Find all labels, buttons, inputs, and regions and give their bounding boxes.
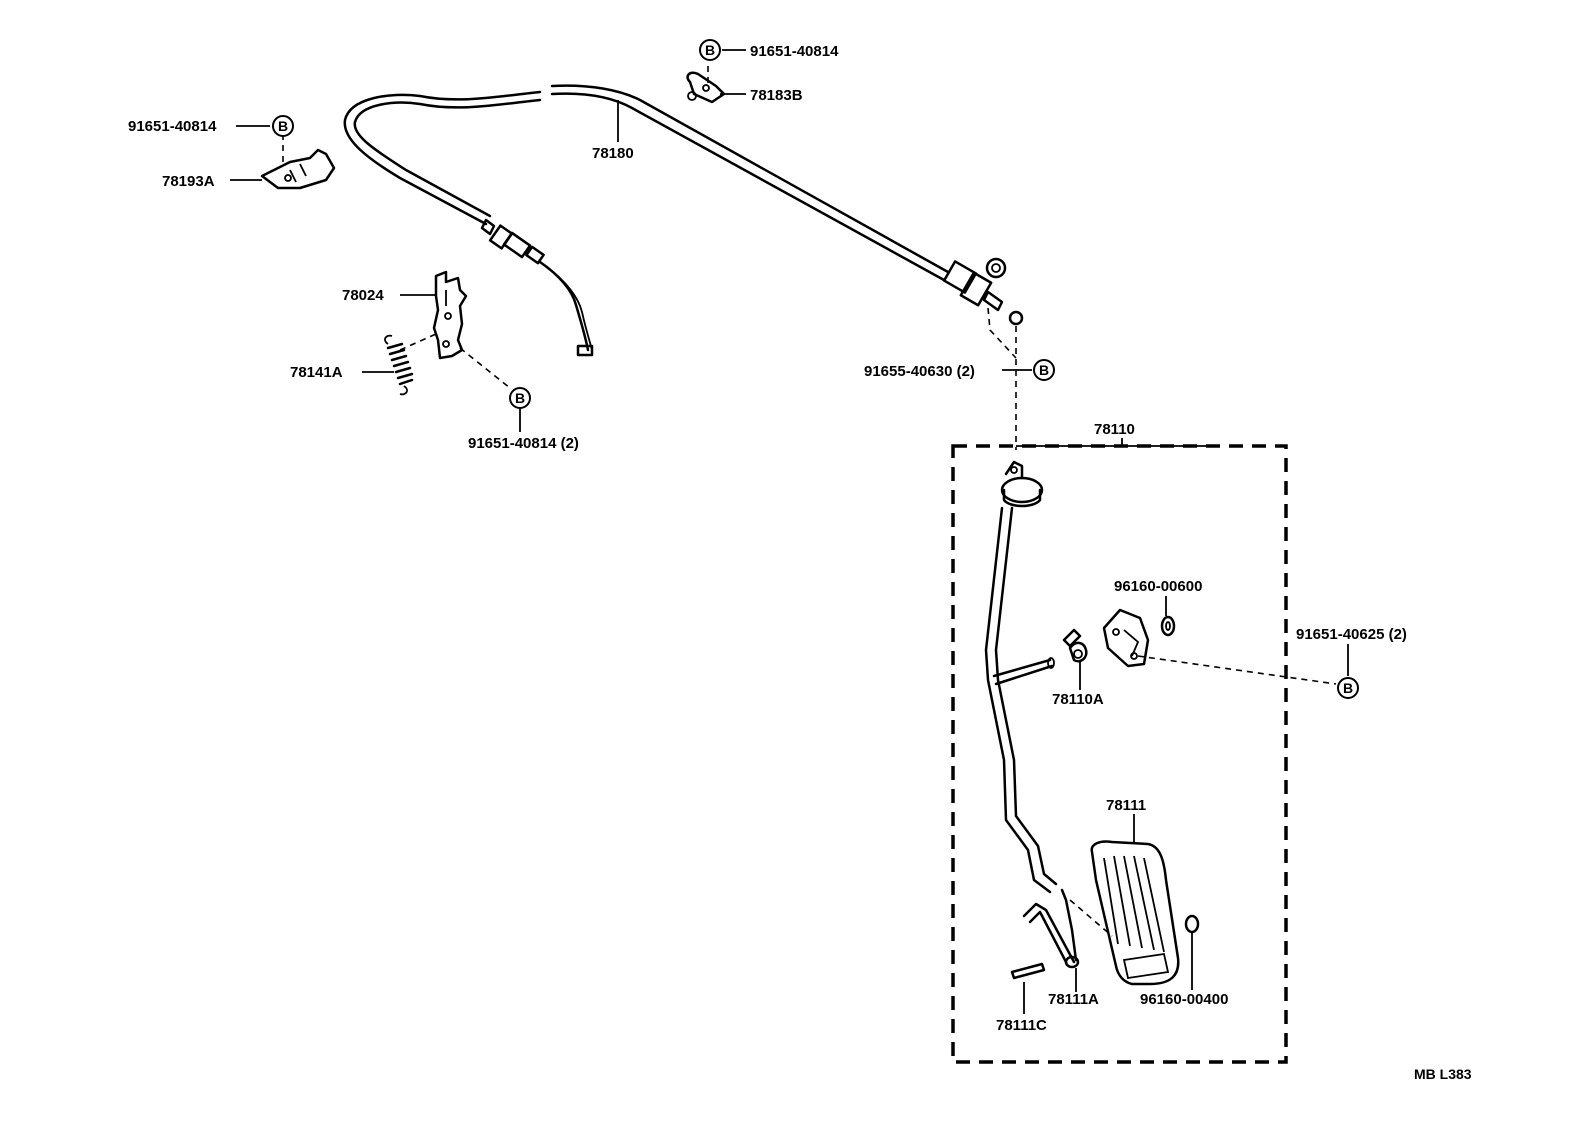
- pedal-pad-78111: [1090, 840, 1180, 986]
- svg-text:B: B: [515, 390, 525, 406]
- bolt-mark-pedal-bracket: B: [1337, 677, 1359, 699]
- label-78111A: 78111A: [1048, 991, 1099, 1008]
- label-91651-40814-top: 91651-40814: [750, 43, 839, 60]
- spring-78111A: [1022, 888, 1080, 969]
- bolt-mark-bracket: B: [509, 387, 531, 409]
- cable-clamp-78193A: [260, 134, 336, 190]
- accelerator-cable: [343, 84, 1024, 357]
- nut-96160-00400: [1184, 914, 1200, 934]
- label-96160-00400: 96160-00400: [1140, 991, 1228, 1008]
- svg-text:B: B: [1039, 362, 1049, 378]
- pedal-arm: [984, 460, 1058, 894]
- label-78024: 78024: [342, 287, 384, 304]
- label-91651-40814-left: 91651-40814: [128, 118, 217, 135]
- label-78110A: 78110A: [1052, 691, 1104, 708]
- diagram-code: MB L383: [1414, 1066, 1472, 1082]
- svg-text:B: B: [705, 42, 715, 58]
- svg-text:B: B: [1343, 680, 1353, 696]
- bolt-mark-left: B: [272, 115, 294, 137]
- spring-78141A: [384, 333, 511, 396]
- bolt-mark-cable-end: B: [1033, 359, 1055, 381]
- label-91651-40625-2: 91651-40625 (2): [1296, 626, 1407, 643]
- label-78193A: 78193A: [162, 173, 215, 190]
- label-78111: 78111: [1106, 797, 1146, 814]
- label-91655-40630-2: 91655-40630 (2): [864, 363, 975, 380]
- pedal-bracket-plate: [1102, 608, 1150, 668]
- label-78180: 78180: [592, 145, 634, 162]
- svg-text:B: B: [278, 118, 288, 134]
- pin-78111C: [1010, 962, 1046, 980]
- label-78141A: 78141A: [290, 364, 343, 381]
- cable-clamp-78183B: [686, 66, 726, 104]
- label-91651-40814-2: 91651-40814 (2): [468, 435, 579, 452]
- label-96160-00600: 96160-00600: [1114, 578, 1202, 595]
- label-78111C: 78111C: [996, 1017, 1047, 1034]
- label-78110: 78110: [1094, 421, 1135, 438]
- assembly-dashed-lines: [987, 307, 1337, 937]
- leader-lines: [230, 49, 1349, 1014]
- bracket-78024: [432, 270, 468, 360]
- label-78183B: 78183B: [750, 87, 803, 104]
- bolt-mark-top: B: [699, 39, 721, 61]
- nut-96160-00600: [1160, 615, 1176, 637]
- bushing-78110A: [1062, 628, 1088, 663]
